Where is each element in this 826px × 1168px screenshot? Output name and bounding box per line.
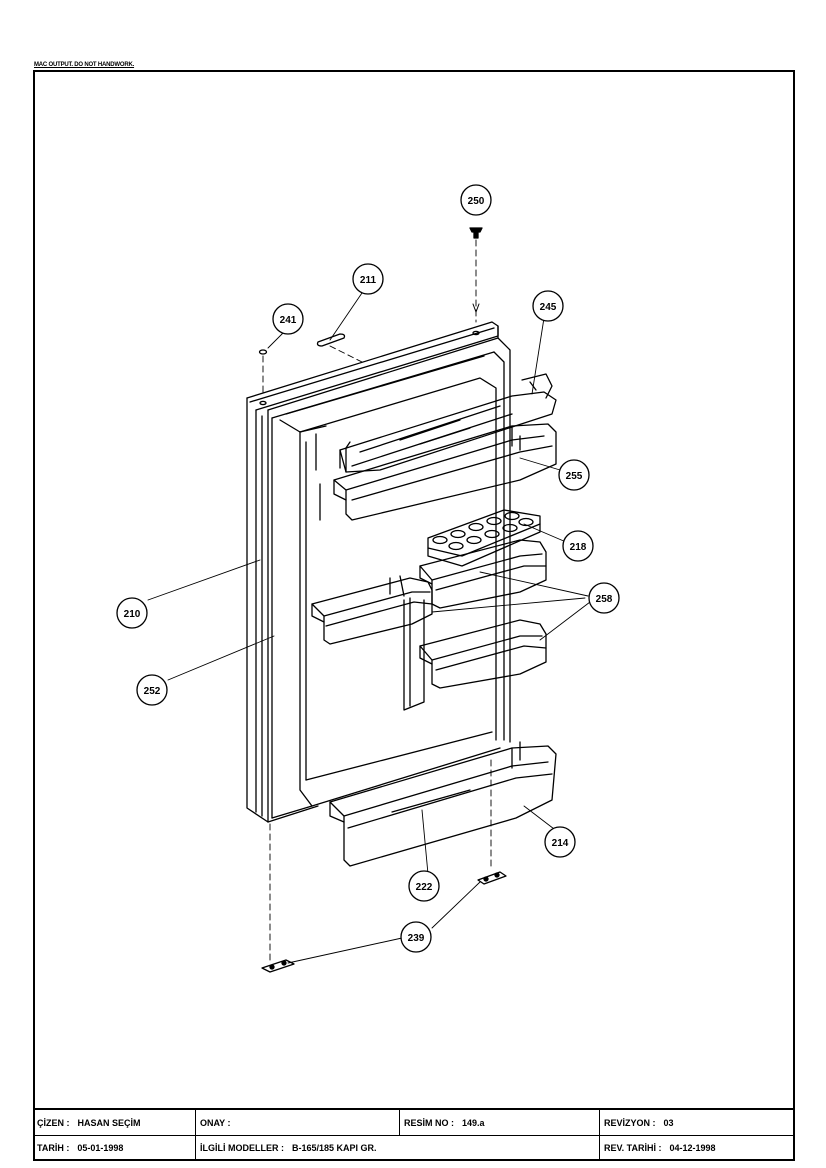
title-block: ÇİZEN : HASAN SEÇİM ONAY : RESİM NO : 14… (33, 1108, 795, 1161)
cizen-cell: ÇİZEN : HASAN SEÇİM (33, 1110, 196, 1135)
callout-241: 241 (272, 303, 304, 335)
rev-tarihi-cell: REV. TARİHİ : 04-12-1998 (600, 1135, 795, 1160)
revizyon-cell: REVİZYON : 03 (600, 1110, 795, 1135)
revizyon-value: 03 (663, 1117, 674, 1128)
modeller-value: B-165/185 KAPI GR. (292, 1142, 377, 1153)
lower-right-shelf (419, 619, 547, 689)
svg-text:210: 210 (124, 609, 141, 620)
bottom-bottle-shelf (329, 741, 557, 867)
callout-214: 214 (544, 826, 576, 858)
onay-cell: ONAY : (196, 1110, 400, 1135)
resim-no-value: 149.a (462, 1117, 485, 1128)
title-block-row-1: ÇİZEN : HASAN SEÇİM ONAY : RESİM NO : 14… (33, 1110, 795, 1136)
egg-tray (427, 509, 541, 567)
callout-258: 258 (588, 582, 620, 614)
screw-part (469, 227, 483, 239)
callout-250: 250 (460, 184, 492, 216)
left-door-shelf (311, 575, 433, 645)
washer-part (258, 349, 268, 355)
modeller-cell: İLGİLİ MODELLER : B-165/185 KAPI GR. (196, 1135, 600, 1160)
modeller-label: İLGİLİ MODELLER : (200, 1142, 284, 1153)
svg-text:218: 218 (570, 542, 587, 553)
svg-text:241: 241 (280, 315, 297, 326)
svg-text:250: 250 (468, 196, 485, 207)
upper-dairy-compartment (339, 373, 557, 473)
rev-tarihi-label: REV. TARİHİ : (604, 1142, 662, 1153)
revizyon-label: REVİZYON : (604, 1117, 656, 1128)
callout-218: 218 (562, 530, 594, 562)
svg-text:222: 222 (416, 882, 433, 893)
callout-211: 211 (352, 263, 384, 295)
tarih-label: TARİH : (37, 1142, 70, 1153)
onay-label: ONAY : (200, 1117, 231, 1128)
tarih-cell: TARİH : 05-01-1998 (33, 1135, 196, 1160)
header-note: MAC OUTPUT. DO NOT HANDWORK. (34, 62, 135, 68)
callout-252: 252 (136, 674, 168, 706)
svg-text:211: 211 (360, 275, 377, 286)
svg-text:255: 255 (566, 471, 583, 482)
callout-239: 239 (400, 921, 432, 953)
svg-text:258: 258 (596, 594, 613, 605)
assembly-lines (262, 239, 492, 961)
door-frame (246, 321, 511, 823)
resim-no-label: RESİM NO : (404, 1117, 455, 1128)
callout-245: 245 (532, 290, 564, 322)
tarih-value: 05-01-1998 (77, 1142, 124, 1153)
bottom-hinge-right (477, 871, 507, 885)
svg-text:245: 245 (540, 302, 557, 313)
title-block-row-2: TARİH : 05-01-1998 İLGİLİ MODELLER : B-1… (33, 1135, 795, 1160)
rev-tarihi-value: 04-12-1998 (669, 1142, 716, 1153)
drawing-frame (33, 70, 795, 1161)
bottom-hinge-left (261, 959, 295, 973)
callout-210: 210 (116, 597, 148, 629)
leader-lines (147, 289, 591, 964)
upper-door-shelf (333, 423, 557, 521)
svg-text:239: 239 (408, 933, 425, 944)
callout-222: 222 (408, 870, 440, 902)
resim-no-cell: RESİM NO : 149.a (400, 1110, 600, 1135)
hinge-cover-part (316, 333, 346, 347)
callout-255: 255 (558, 459, 590, 491)
cizen-value: HASAN SEÇİM (77, 1117, 141, 1128)
svg-text:214: 214 (552, 838, 569, 849)
cizen-label: ÇİZEN : (37, 1117, 70, 1128)
svg-text:252: 252 (144, 686, 161, 697)
